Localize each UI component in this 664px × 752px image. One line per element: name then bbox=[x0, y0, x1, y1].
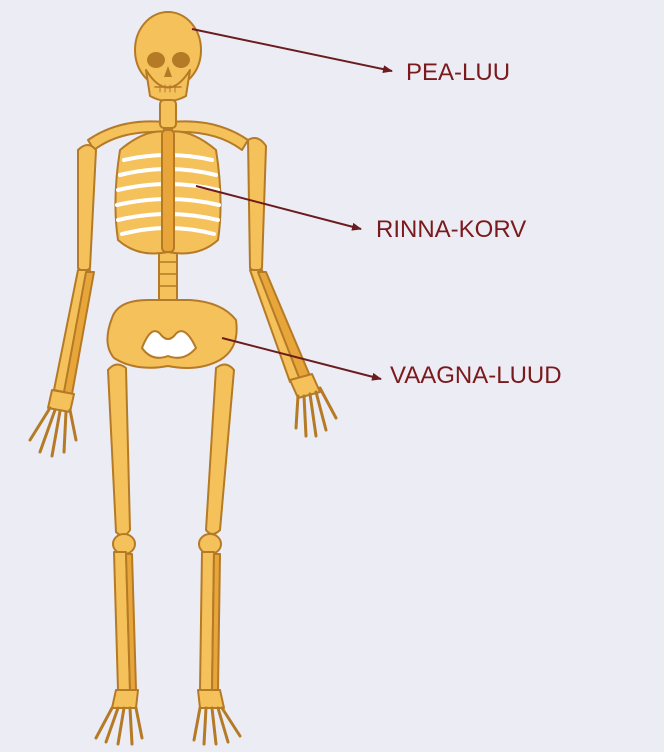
leader-line-skull bbox=[192, 29, 392, 71]
right-leg bbox=[194, 364, 240, 744]
label-pelvis: VAAGNA-LUUD bbox=[390, 364, 562, 388]
label-ribcage: RINNA-KORV bbox=[376, 218, 526, 242]
left-arm bbox=[30, 145, 96, 456]
ribcage bbox=[115, 130, 220, 254]
pelvis bbox=[107, 300, 236, 368]
skeleton-figure bbox=[30, 12, 336, 744]
right-arm bbox=[248, 138, 336, 436]
skull bbox=[135, 12, 201, 101]
left-leg bbox=[96, 364, 142, 744]
label-skull: PEA-LUU bbox=[406, 61, 510, 85]
